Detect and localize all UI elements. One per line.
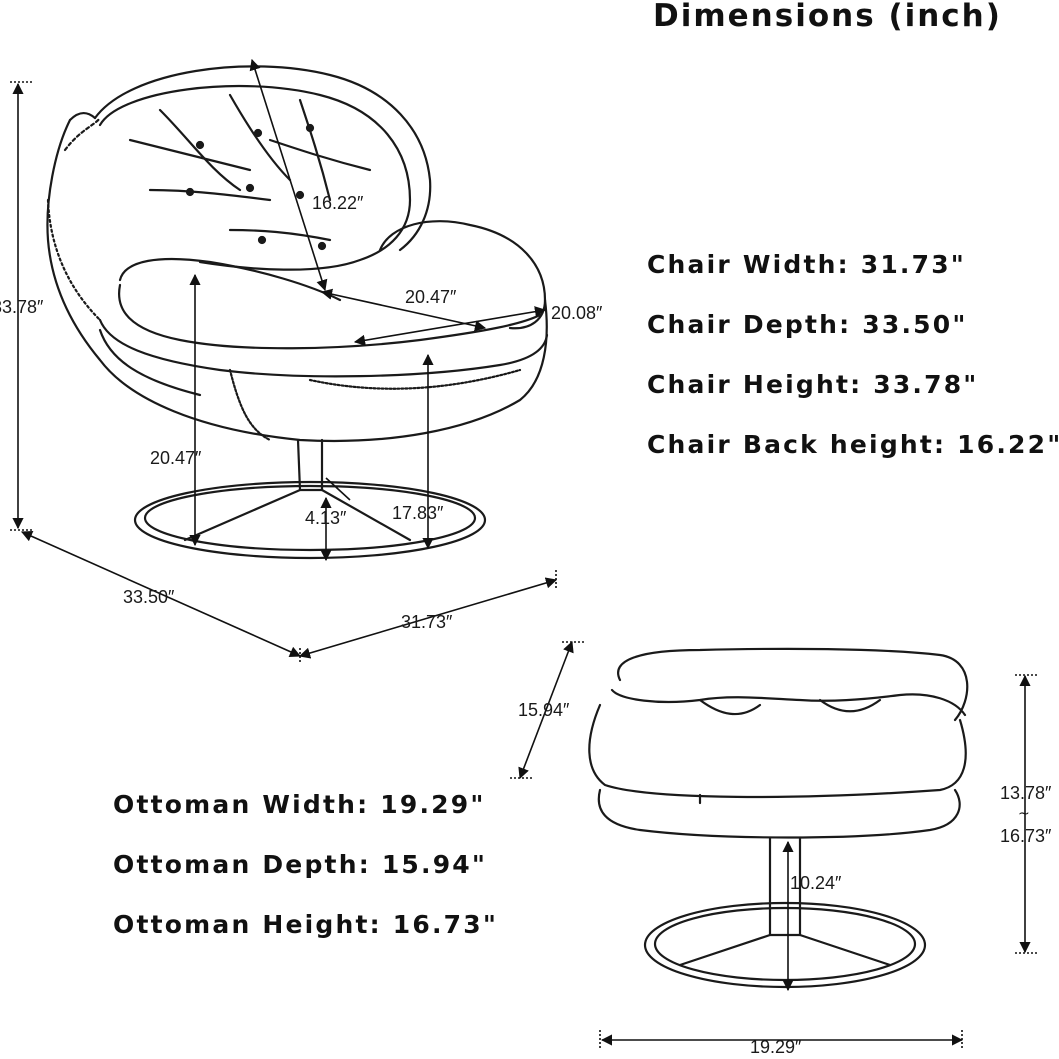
ottoman-dimension-lines [510, 640, 1038, 1050]
spec-ottoman-width: Ottoman Width: 19.29" [113, 790, 486, 819]
chair-shell-outline [46, 118, 548, 443]
back-cushion [98, 84, 412, 271]
dim-line-seat-depth [353, 306, 547, 346]
dim-label-seat-width: 20.47″ [405, 287, 457, 307]
ottoman-top-cushion [617, 647, 969, 722]
dim-line-depth [20, 530, 302, 658]
chair-dimension-lines [10, 58, 558, 664]
spec-chair-height: Chair Height: 33.78" [647, 370, 979, 399]
dim-label-ottoman-range: ~ [1018, 806, 1030, 822]
chair-back-outline [93, 65, 432, 252]
dim-label-ottoman-stem: 10.24″ [790, 873, 842, 893]
dim-label-base-height: 4.13″ [305, 508, 347, 528]
dim-label-ottoman-height-max: 16.73″ [1000, 826, 1052, 846]
spec-ottoman-height: Ottoman Height: 16.73" [113, 910, 499, 939]
ottoman-base-ring [643, 901, 927, 989]
swivel-stem [296, 438, 324, 492]
spec-ottoman-depth: Ottoman Depth: 15.94" [113, 850, 488, 879]
shell-stitching [46, 198, 102, 322]
swivel-base-ring [133, 480, 487, 560]
dim-line-seat-width [320, 288, 487, 332]
spec-chair-depth: Chair Depth: 33.50" [647, 310, 968, 339]
spec-chair-width: Chair Width: 31.73" [647, 250, 967, 279]
dim-label-ottoman-height-min: 13.78″ [1000, 783, 1052, 803]
dim-label-back-height: 16.22″ [312, 193, 364, 213]
chair-illustration [46, 65, 549, 560]
ottoman-main-cushion [588, 703, 967, 799]
spec-chair-back-height: Chair Back height: 16.22" [647, 430, 1059, 459]
dim-label-arm-height: 17.83″ [392, 503, 444, 523]
dim-label-seat-height: 20.47″ [150, 448, 202, 468]
dim-line-ottoman-depth [518, 640, 574, 780]
dim-label-width: 31.73″ [401, 612, 453, 632]
dim-label-seat-depth: 20.08″ [551, 303, 603, 323]
page-title: Dimensions (inch) [653, 0, 1002, 34]
dim-label-depth: 33.50″ [123, 587, 175, 607]
dim-label-total-height: 33.78″ [0, 297, 44, 317]
right-arm-cushion [378, 220, 547, 330]
dim-label-ottoman-depth: 15.94″ [518, 700, 570, 720]
dim-line-back-height [249, 58, 328, 292]
left-arm-cushion [118, 257, 342, 302]
dim-label-ottoman-width: 19.29″ [750, 1037, 802, 1057]
ottoman-illustration [588, 647, 969, 989]
dim-line-width [298, 577, 558, 659]
